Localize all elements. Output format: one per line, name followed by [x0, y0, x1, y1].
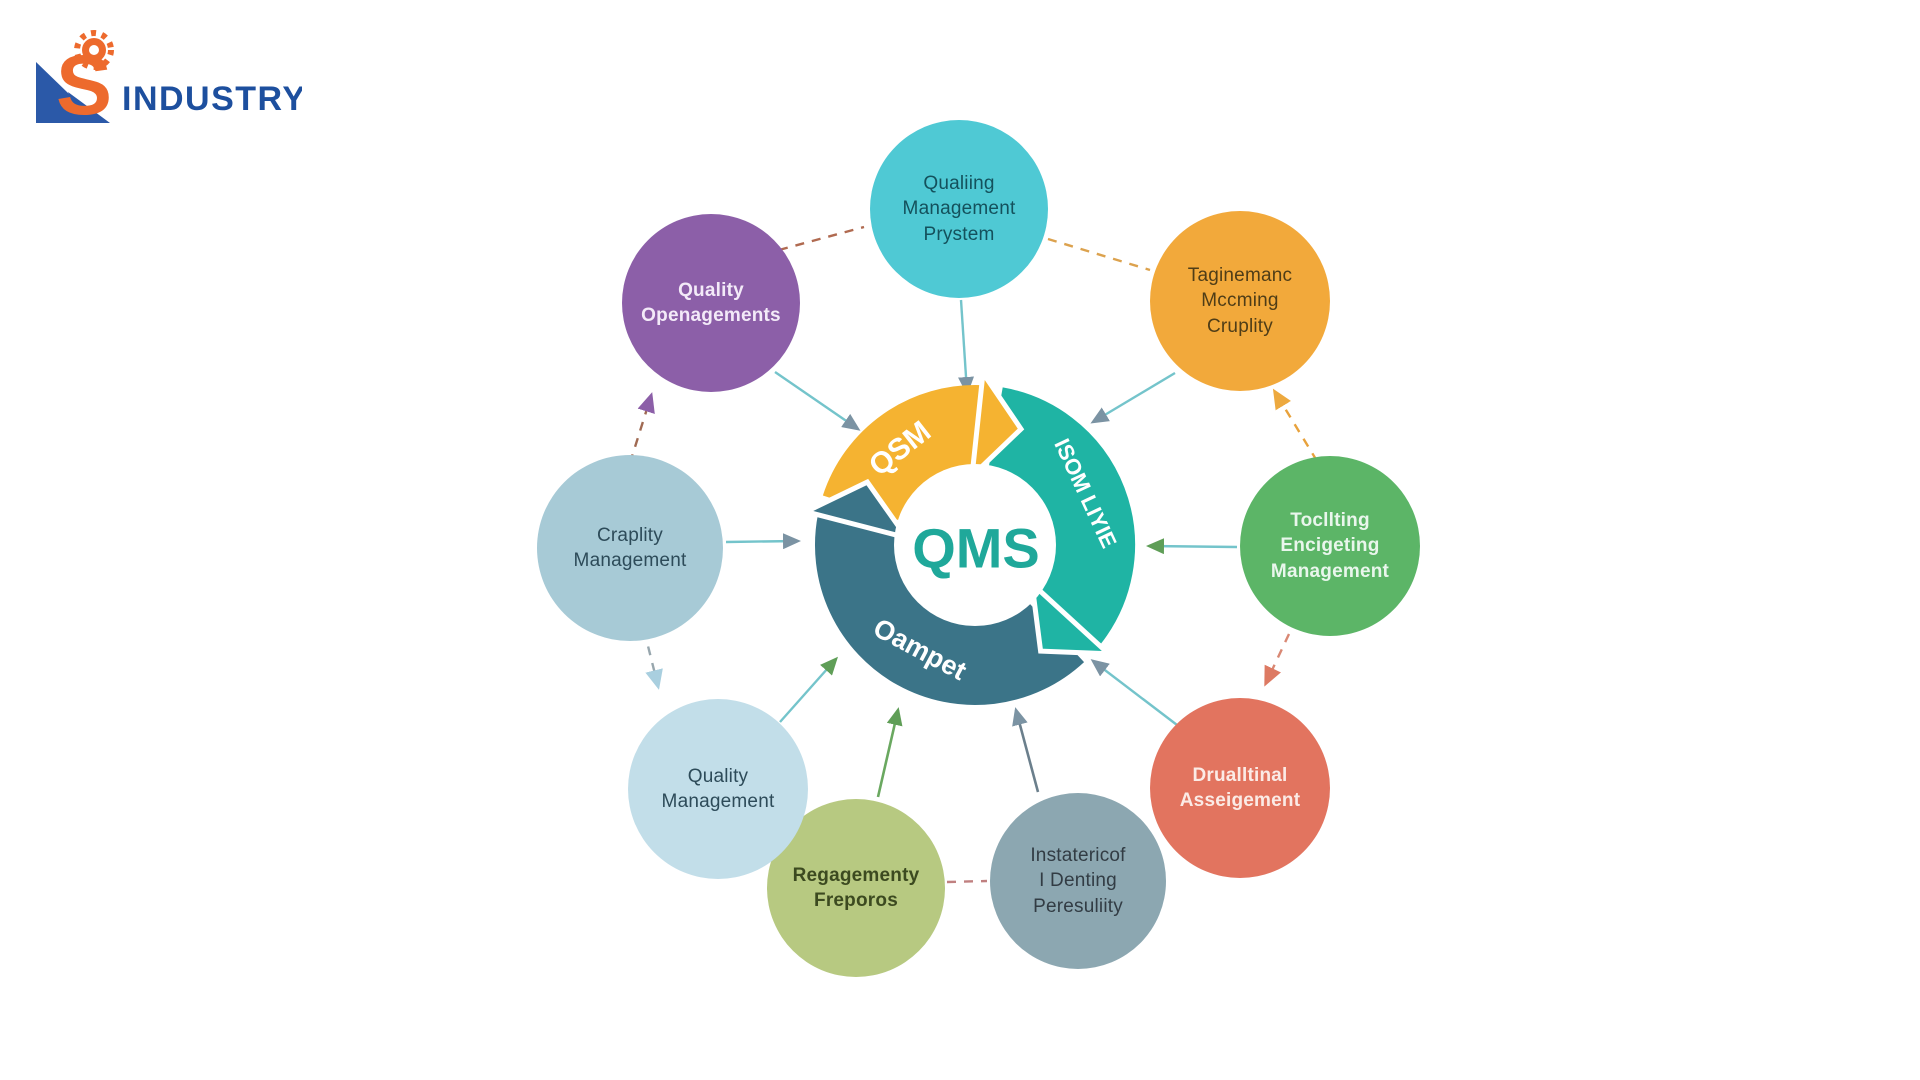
node-label: Taginemanc Mccming Cruplity [1187, 265, 1293, 337]
arrow-olive-to-center [876, 707, 903, 798]
ring-segment-isom [987, 387, 1136, 644]
dashed-top-to-orange [1047, 237, 1151, 272]
node-quality-management: Quality Management [628, 699, 808, 879]
arrow-purple-to-center [774, 371, 861, 431]
dashed-green-to-orange [1272, 388, 1319, 462]
ring-chevron-oampet [798, 478, 913, 542]
arrow-red-to-center [1090, 659, 1182, 729]
arrow-left-to-center [725, 533, 801, 550]
dashed-green-to-red [1264, 633, 1291, 687]
node-label: Quality Management [661, 765, 775, 812]
gear-icon [74, 30, 114, 70]
company-logo: S INDUSTRY [36, 30, 302, 132]
logo-blue-shape-2 [68, 92, 110, 123]
node-dual-final-assessment: Drualltinal Asseigement [1150, 698, 1330, 878]
node-label: Regagementy Freporos [792, 864, 920, 911]
node-label: Drualltinal Asseigement [1179, 764, 1301, 811]
node-quality-openagements: Quality Openagements [622, 214, 800, 392]
node-tooling-engineering-management: Tocllting Encigeting Management [1240, 456, 1420, 636]
logo-brand-text: INDUSTRY [122, 80, 302, 118]
donut-hub [894, 464, 1056, 626]
node-label: Instatericof I Denting Peresuliity [1030, 845, 1126, 917]
arrow-orange-to-center [1090, 371, 1176, 424]
ring-chevron-isom [1028, 577, 1116, 657]
ring-segment-oampet [815, 514, 1085, 705]
node-label: Qualiing Management Prystem [902, 173, 1016, 245]
node-capability-management: Craplity Management [537, 455, 723, 641]
arrow-top-to-center [958, 299, 975, 395]
center-donut: QSM ISOM LIYIE Oampet QMS [798, 365, 1136, 705]
center-title: QMS [912, 517, 1040, 580]
dashed-olive-to-gray [946, 879, 988, 884]
arrow-green-to-center [1146, 538, 1238, 555]
dashed-purple-to-top [778, 225, 865, 252]
node-label: Quality Openagements [641, 279, 781, 326]
node-quality-management-system: Qualiing Management Prystem [870, 120, 1048, 298]
dashed-left-to-purple [628, 392, 655, 464]
node-label: Craplity Management [573, 524, 687, 571]
ring-chevron-qsm [968, 365, 1025, 483]
node-label: Tocllting Encigeting Management [1270, 510, 1390, 582]
arrow-lightblue-to-center [779, 656, 838, 723]
arrow-gray-to-center [1012, 707, 1040, 793]
node-identifying-responsibility: Instatericof I Denting Peresuliity [990, 793, 1166, 969]
node-management-meeting-quality: Taginemanc Mccming Cruplity [1150, 211, 1330, 391]
